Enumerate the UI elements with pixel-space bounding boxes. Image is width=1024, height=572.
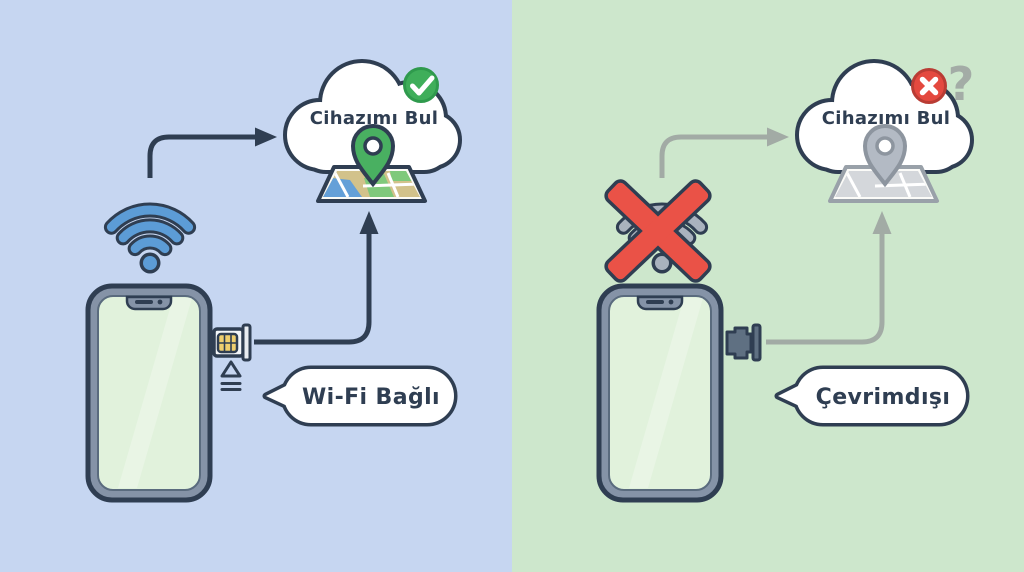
- check-badge-icon: [403, 67, 439, 103]
- arrow-phone-to-map-disabled: [766, 211, 892, 345]
- phone-online-illustration: [88, 286, 210, 500]
- wifi-status-label: Wi-Fi Bağlı: [302, 385, 440, 410]
- offline-status-label: Çevrimdışı: [816, 385, 951, 410]
- arrow-wifi-to-cloud: [147, 127, 277, 178]
- panel-online: Cihazımı Bul: [0, 0, 512, 572]
- wifi-off-icon: [606, 181, 710, 282]
- phone-offline-illustration: [599, 286, 721, 500]
- panel-offline: Cihazımı Bul: [512, 0, 1024, 572]
- cloud-offline-label: Cihazımı Bul: [822, 108, 950, 129]
- cloud-online-label: Cihazımı Bul: [310, 108, 438, 129]
- eject-icon: [220, 360, 242, 391]
- sim-tray-icon: [212, 323, 252, 362]
- sim-plug-icon: [725, 323, 762, 362]
- arrow-phone-to-map: [254, 211, 379, 345]
- arrow-wifi-to-cloud-disabled: [659, 127, 789, 178]
- x-badge-icon: [911, 68, 947, 104]
- map-pin-disabled-icon: [863, 124, 907, 186]
- map-pin-icon: [351, 124, 395, 186]
- wifi-icon: [103, 202, 197, 274]
- question-mark: ?: [948, 57, 975, 111]
